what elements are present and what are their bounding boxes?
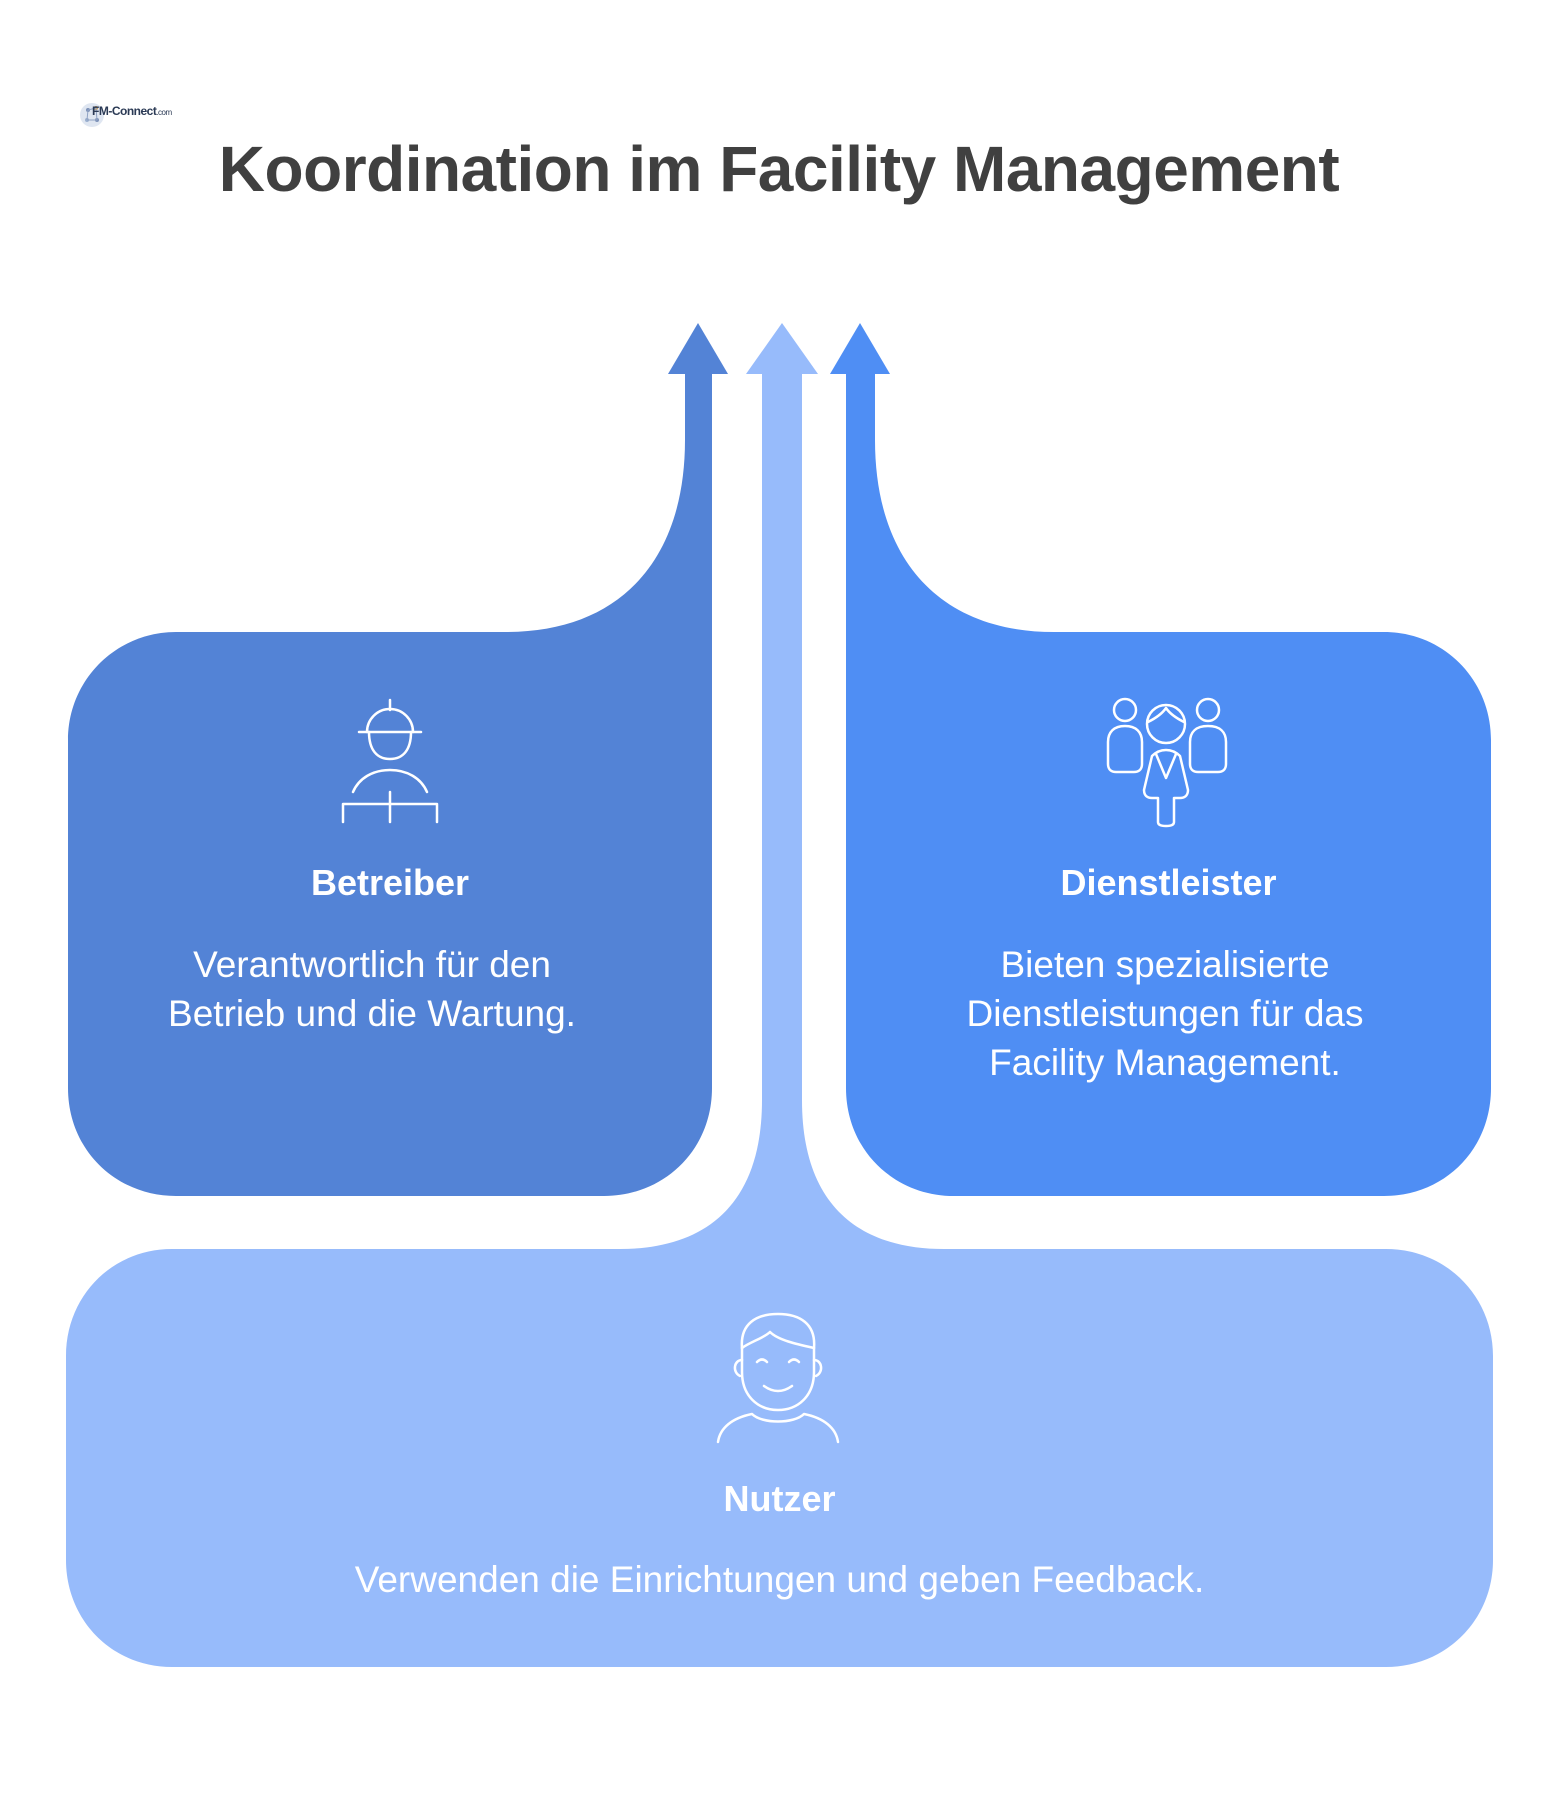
nutzer-description: Verwenden die Einrichtungen und geben Fe…: [354, 1559, 1205, 1600]
dienstleister-arrow-head: [830, 323, 890, 374]
nutzer-arrow-head: [746, 323, 818, 374]
betreiber-description: Verantwortlich für den Betrieb und die W…: [168, 944, 576, 1034]
dienstleister-shape: [830, 323, 1491, 1196]
nutzer-box: [66, 372, 1493, 1667]
betreiber-box: [68, 372, 712, 1196]
dienstleister-description: Bieten spezialisierte Dienstleistungen f…: [966, 944, 1364, 1083]
people-group-icon: [1106, 697, 1228, 828]
logo-wordmark: FM-Connect.com: [92, 104, 172, 118]
nutzer-label: Nutzer: [723, 1478, 836, 1519]
betreiber-arrow-head: [668, 323, 728, 374]
betreiber-shape: [68, 323, 728, 1196]
page-title: Koordination im Facility Management: [218, 133, 1340, 205]
worker-helmet-icon: [341, 698, 439, 824]
dienstleister-label: Dienstleister: [1060, 862, 1277, 903]
nutzer-shape: [66, 323, 1493, 1667]
user-face-icon: [716, 1312, 840, 1444]
betreiber-label: Betreiber: [310, 862, 470, 903]
fm-connect-logo: [80, 103, 104, 127]
dienstleister-box: [846, 372, 1491, 1196]
